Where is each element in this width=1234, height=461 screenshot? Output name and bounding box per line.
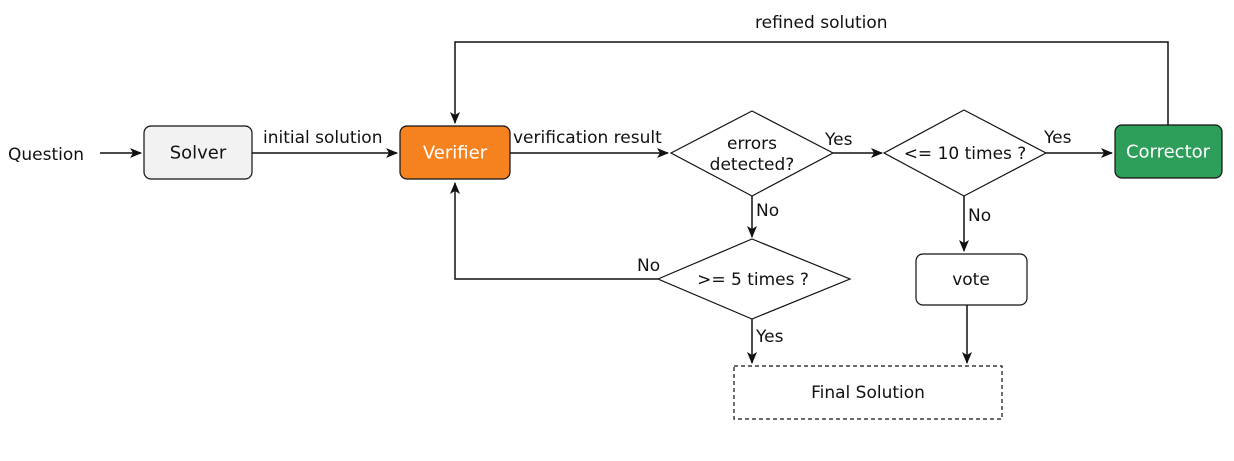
final-solution-node: Final Solution <box>733 365 1003 420</box>
verifier-node: Verifier <box>399 125 511 180</box>
errors-detected-decision: errors detected? <box>669 110 835 197</box>
max10-decision: <= 10 times ? <box>882 109 1048 197</box>
max10-label: <= 10 times ? <box>904 144 1027 164</box>
verifier-label: Verifier <box>423 143 488 164</box>
vote-node: vote <box>915 253 1028 306</box>
errors-label-line2: detected? <box>710 155 795 175</box>
solver-label: Solver <box>170 143 227 164</box>
question-label: Question <box>8 145 84 165</box>
max5-yes-label: Yes <box>755 327 784 347</box>
corrector-label: Corrector <box>1126 142 1211 163</box>
refined-solution-label: refined solution <box>755 13 888 33</box>
max10-yes-label: Yes <box>1043 128 1072 148</box>
max5-label: >= 5 times ? <box>697 270 809 290</box>
final-solution-label: Final Solution <box>811 383 925 403</box>
errors-yes-label: Yes <box>824 130 853 150</box>
initial-solution-label: initial solution <box>263 128 382 148</box>
corrector-node: Corrector <box>1114 124 1223 179</box>
solver-node: Solver <box>143 125 253 180</box>
errors-no-label: No <box>756 201 779 221</box>
verification-result-label: verification result <box>513 128 662 148</box>
max5-no-label: No <box>637 256 660 276</box>
max5-decision: >= 5 times ? <box>656 238 852 320</box>
errors-label-line1: errors <box>727 134 777 154</box>
edge-max5-to-verifier <box>450 182 658 280</box>
max10-no-label: No <box>968 206 991 226</box>
vote-label: vote <box>952 270 990 290</box>
edge-corrector-to-verifier <box>450 41 1169 125</box>
